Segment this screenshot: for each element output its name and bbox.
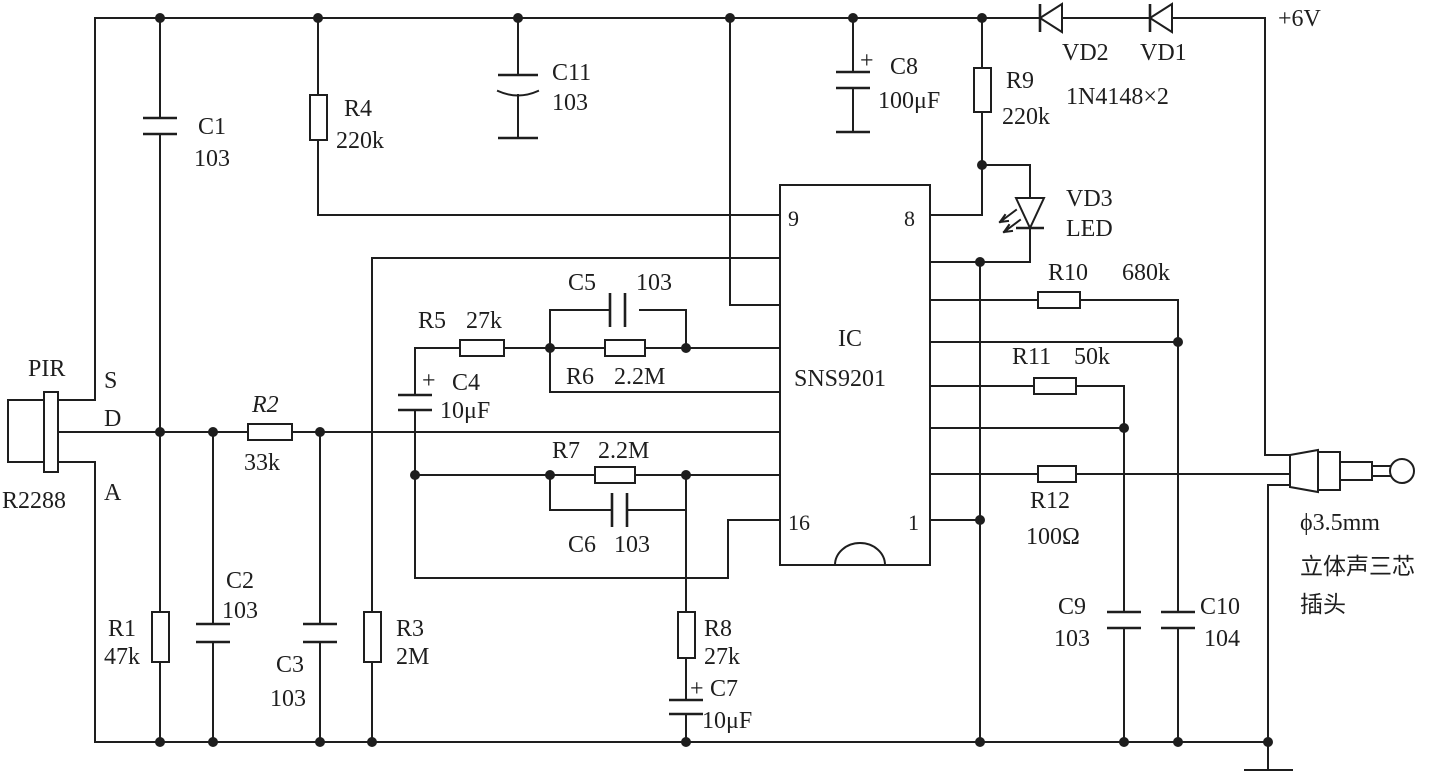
r7-value: 2.2M [598,438,649,464]
r6-ref: R6 [566,364,594,390]
r12-ref: R12 [1030,488,1070,514]
diodes [998,2,1173,234]
ic-pin1-label: 1 [908,510,919,535]
supply-voltage-label: +6V [1278,6,1322,32]
r2-ref: R2 [251,392,279,418]
r11-value: 50k [1074,344,1110,370]
vd1-label: VD1 [1140,40,1187,66]
vd2-label: VD2 [1062,40,1109,66]
ic-sns9201 [779,184,931,566]
resistor-r2 [247,423,293,441]
c7-value: 10μF [702,708,752,734]
pir-pin-a-label: A [104,480,122,506]
capacitor-plates [143,70,1195,716]
wires [57,17,1293,771]
resistor-r8 [677,611,696,659]
c7-plus: + [690,676,704,702]
resistor-r6 [604,339,646,357]
c8-value: 100μF [878,88,940,114]
r11-ref: R11 [1012,344,1051,370]
jack-size-label: ϕ3.5mm [1300,510,1380,536]
resistor-r3 [363,611,382,663]
r10-ref: R10 [1048,260,1088,286]
c11-ref: C11 [552,60,591,86]
vd3-type-label: LED [1066,216,1113,242]
resistor-r1 [151,611,170,663]
resistor-r5 [459,339,505,357]
r4-ref: R4 [344,96,372,122]
junction-dots [155,13,1273,747]
ic-ref-label: IC [838,326,862,352]
pir-pin-s-label: S [104,368,117,394]
r3-ref: R3 [396,616,424,642]
r5-value: 27k [466,308,502,334]
r3-value: 2M [396,644,429,670]
ic-pin9-label: 9 [788,206,799,231]
resistor-r9 [973,67,992,113]
resistor-r4 [309,94,328,141]
resistor-r11 [1033,377,1077,395]
c9-value: 103 [1054,626,1090,652]
r10-value: 680k [1122,260,1170,286]
resistor-bodies [151,67,1081,663]
c9-ref: C9 [1058,594,1086,620]
c7-ref: C7 [710,676,738,702]
labels: +6V PIR S D A R2288 R1 47k R2 33k R3 2M … [2,6,1415,734]
stereo-plug [1289,448,1415,494]
r1-ref: R1 [108,616,136,642]
c6-ref: C6 [568,532,596,558]
c6-value: 103 [614,532,650,558]
r5-ref: R5 [418,308,446,334]
r12-value: 100Ω [1026,524,1080,550]
resistor-r10 [1037,291,1081,309]
c3-value: 103 [270,686,306,712]
c10-ref: C10 [1200,594,1240,620]
c5-value: 103 [636,270,672,296]
diode-part-label: 1N4148×2 [1066,84,1169,110]
jack-desc-line1: 立体声三芯 [1300,554,1415,580]
resistor-r12 [1037,465,1077,483]
pir-name-label: PIR [28,356,65,382]
r7-ref: R7 [552,438,580,464]
c8-ref: C8 [890,54,918,80]
r6-value: 2.2M [614,364,665,390]
ic-pin8-label: 8 [904,206,915,231]
c10-value: 104 [1204,626,1240,652]
r1-value: 47k [104,644,140,670]
c8-plus: + [860,48,874,74]
vd3-label: VD3 [1066,186,1113,212]
pir-pin-d-label: D [104,406,121,432]
c4-value: 10μF [440,398,490,424]
c3-ref: C3 [276,652,304,678]
r9-value: 220k [1002,104,1050,130]
ic-pin16-label: 16 [788,510,810,535]
ic-part-label: SNS9201 [794,366,886,392]
c2-ref: C2 [226,568,254,594]
r2-value: 33k [244,450,280,476]
c4-plus: + [422,368,436,394]
r8-value: 27k [704,644,740,670]
pir-sensor [7,391,59,473]
c1-value: 103 [194,146,230,172]
r4-value: 220k [336,128,384,154]
c2-value: 103 [222,598,258,624]
c4-ref: C4 [452,370,480,396]
pir-model-label: R2288 [2,488,66,514]
r9-ref: R9 [1006,68,1034,94]
c11-value: 103 [552,90,588,116]
jack-desc-line2: 插头 [1300,592,1346,618]
r8-ref: R8 [704,616,732,642]
c5-ref: C5 [568,270,596,296]
c1-ref: C1 [198,114,226,140]
resistor-r7 [594,466,636,484]
